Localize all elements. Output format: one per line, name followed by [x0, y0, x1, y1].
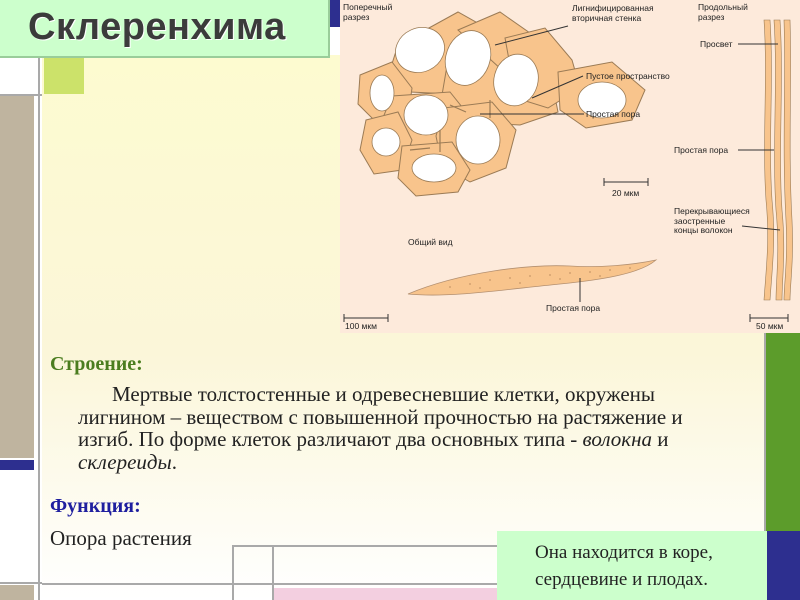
label-simple-pore-1: Простая пора	[586, 110, 640, 120]
label-scale-50: 50 мкм	[756, 322, 783, 332]
label-overlapping-ends: Перекрывающиеся заостренные концы волоко…	[674, 207, 750, 236]
grid-line-v2	[232, 545, 234, 600]
label-lignified-wall: Лигнифицированная вторичная стенка	[572, 4, 654, 23]
sclerenchyma-diagram: Поперечный разрез Лигнифицированная втор…	[340, 0, 800, 333]
structure-conj: и	[652, 427, 669, 451]
label-simple-pore-2: Простая пора	[674, 146, 728, 156]
grid-line-h4	[42, 583, 497, 585]
deco-brown-block-bottom	[0, 585, 34, 600]
diagram-drawing	[340, 0, 800, 333]
slide-title: Склеренхима	[28, 6, 286, 49]
label-general-view: Общий вид	[408, 238, 453, 248]
deco-brown-bar	[0, 96, 34, 458]
label-simple-pore-3: Простая пора	[546, 304, 600, 314]
deco-pink-block	[272, 588, 497, 600]
label-longitudinal-section: Продольный разрез	[698, 3, 748, 22]
deco-green-bar	[764, 333, 800, 531]
term-fibers: волокна	[583, 427, 652, 451]
function-text: Опора растения	[50, 526, 192, 551]
structure-end: .	[172, 450, 177, 474]
deco-olive-square	[44, 58, 84, 94]
grid-line-v4	[764, 333, 766, 531]
note-text: Она находится в коре, сердцевине и плода…	[535, 539, 765, 593]
label-scale-20: 20 мкм	[612, 189, 639, 199]
label-empty-space: Пустое пространство	[586, 72, 670, 82]
label-lumen: Просвет	[700, 40, 733, 50]
grid-line-v1	[38, 55, 40, 600]
structure-text: Мертвые толстостенные и одревесневшие кл…	[78, 383, 718, 473]
deco-navy-bar-left	[0, 460, 34, 470]
label-scale-100: 100 мкм	[345, 322, 377, 332]
structure-heading: Строение:	[50, 353, 143, 376]
note-box: Она находится в коре, сердцевине и плода…	[497, 531, 767, 600]
grid-line-v3	[272, 545, 274, 600]
deco-navy-bar-right	[764, 531, 800, 600]
grid-line-h2	[0, 582, 42, 584]
label-cross-section: Поперечный разрез	[343, 3, 392, 22]
grid-line-h1	[0, 94, 42, 96]
term-sclereids: склереиды	[78, 450, 172, 474]
title-box: Склеренхима	[0, 0, 330, 58]
function-heading: Функция:	[50, 495, 141, 518]
